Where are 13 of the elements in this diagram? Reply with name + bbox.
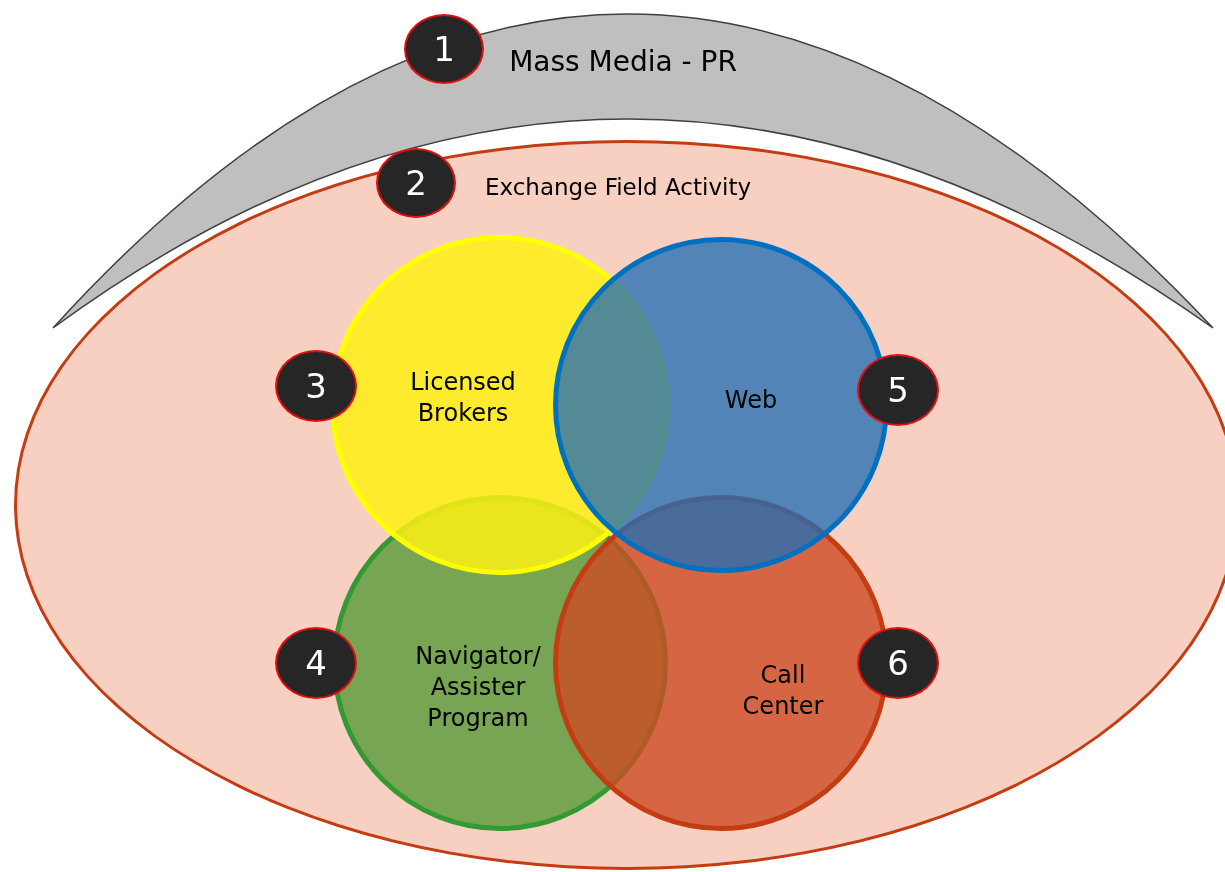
number-badge: 6 (857, 627, 939, 699)
number-badge: 2 (376, 148, 456, 218)
circle-label: Call Center (741, 659, 825, 722)
region-label: Mass Media - PR (508, 43, 738, 80)
circle-label: Navigator/ Assister Program (414, 641, 542, 735)
number-badge: 1 (404, 14, 484, 84)
number-badge: 3 (275, 350, 357, 422)
circle-label: Licensed Brokers (409, 366, 517, 429)
number-badge: 5 (857, 354, 939, 426)
arc-band (50, 10, 1216, 330)
number-badge: 4 (275, 627, 357, 699)
circle-label: Web (723, 385, 779, 417)
region-label: Exchange Field Activity (483, 173, 753, 203)
